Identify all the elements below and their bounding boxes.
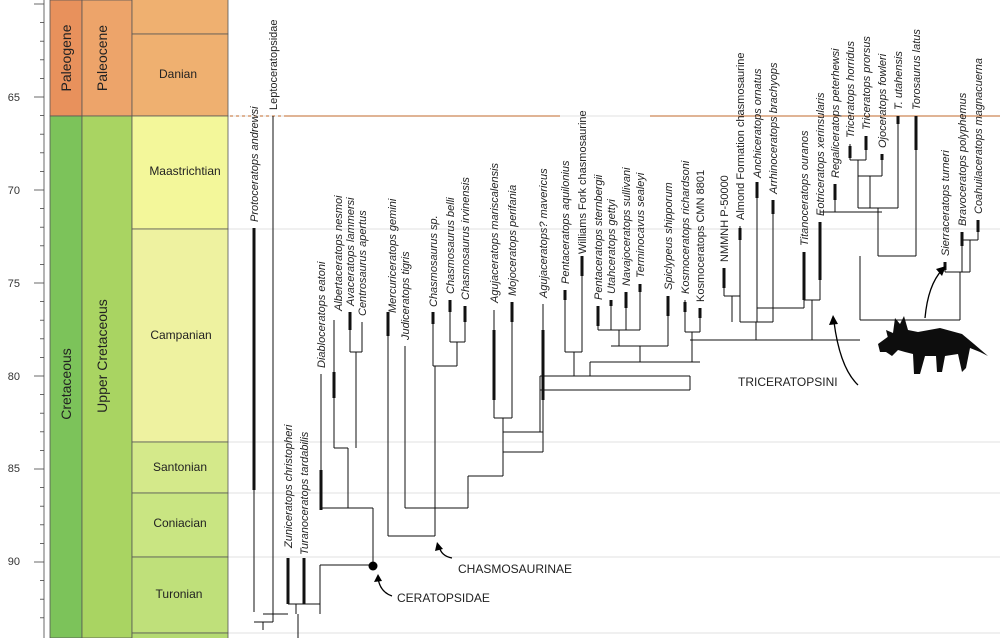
stage-santonian-band	[131, 441, 229, 494]
taxon-label: Pentaceratops sternbergii	[593, 174, 605, 300]
stage-label-danian: Danian	[159, 67, 197, 81]
ceratopsidae-arrow-head	[374, 574, 382, 582]
stage-label-santonian: Santonian	[153, 460, 207, 474]
period-paleogene-band	[49, 0, 83, 117]
age-tick-label: 90	[8, 556, 20, 568]
stage-danian-band	[131, 33, 229, 117]
taxon-label: Chasmosaurus sp.	[428, 215, 440, 307]
age-tick-label: 75	[8, 278, 20, 290]
stage-label-campanian: Campanian	[150, 328, 211, 342]
epoch-paleocene-band	[81, 0, 133, 117]
taxon-label: Coahuilaceratops magnacuerna	[973, 58, 985, 214]
age-tick-label: 65	[8, 92, 20, 104]
triceratopsini-arrow-head	[829, 315, 838, 325]
stage-maastrichtian-band	[131, 115, 229, 230]
clade-label-ceratopsidae: CERATOPSIDAE	[397, 591, 490, 605]
taxon-label: Chasmosaurus belli	[445, 197, 457, 294]
taxon-label: Triceratops prorsus	[861, 36, 873, 130]
taxon-label: Eotriceratops xerinsularis	[815, 92, 827, 216]
taxon-label: Almond Formation chasmosaurine	[735, 52, 747, 220]
triceratopsini-arrow	[833, 321, 859, 386]
taxon-label: Mojoceratops perifania	[507, 185, 519, 296]
phylogenetic-tree	[252, 116, 980, 638]
age-tick-label: 85	[8, 463, 20, 475]
taxon-labels: Protoceratops andrewsi LeptoceratopsidaeZ…	[249, 19, 985, 555]
stage-label-coniacian: Coniacian	[153, 516, 206, 530]
taxon-label: Albertaceratops nesmoi	[333, 195, 345, 312]
taxon-label: Pentaceratops aquilonius	[560, 160, 572, 284]
geologic-timescale: Paleogene Cretaceous Paleocene Upper Cre…	[8, 0, 229, 640]
stage-cenomanian-band	[131, 632, 229, 640]
taxon-label: Ojoceratops fowleri	[877, 53, 889, 148]
stage-coniacian-band	[131, 492, 229, 558]
stage-label-maastrichtian: Maastrichtian	[149, 164, 220, 178]
period-label-cretaceous: Cretaceous	[58, 348, 74, 420]
taxon-label: Triceratops horridus	[845, 41, 857, 138]
epoch-label-upper-cretaceous: Upper Cretaceous	[94, 299, 110, 413]
taxon-label: Regaliceratops peterhewsi	[830, 48, 842, 178]
age-tick-label: 70	[8, 185, 20, 197]
stage-turonian-band	[131, 556, 229, 634]
taxon-label: Chasmosaurus irvinensis	[460, 177, 472, 300]
taxon-label: Williams Fork chasmosaurine	[577, 110, 589, 254]
epoch-label-paleocene: Paleocene	[94, 25, 110, 91]
sierraceratops-arrow	[924, 269, 943, 319]
taxon-label: Titanoceratops ouranos	[799, 130, 811, 246]
taxon-label: Avaceratops lammersi	[345, 197, 357, 307]
taxon-label: Turanoceratops tardabilis	[299, 431, 311, 555]
stage-boundary-lines	[228, 115, 1000, 634]
taxon-label: Torosaurus latus	[911, 29, 923, 110]
age-axis-minor-ticks	[34, 3, 44, 619]
taxon-label: Arrhinoceratops brachyops	[768, 62, 780, 195]
taxon-label: Anchiceratops ornatus	[752, 68, 764, 179]
taxon-label: Utahceratops gettyi	[606, 199, 618, 294]
taxon-label: Protoceratops andrewsi	[249, 106, 261, 222]
stage-label-turonian: Turonian	[156, 587, 203, 601]
taxon-label: Diabloceratops eatoni	[316, 261, 328, 368]
chasmosaurine-silhouette-icon	[878, 316, 988, 374]
taxon-label: Spiclypeus shipporum	[663, 182, 675, 290]
stage-danian-band	[131, 0, 229, 35]
clade-label-triceratopsini: TRICERATOPSINI	[738, 375, 838, 389]
taxon-label: Zuniceratops christopheri	[283, 424, 295, 549]
taxon-label: Sierraceratops turneri	[940, 150, 952, 256]
age-tick-label: 80	[8, 371, 20, 383]
taxon-label: Agujaceratops? mavericus	[538, 168, 550, 299]
clade-label-chasmosaurinae: CHASMOSAURINAE	[458, 562, 572, 576]
taxon-label: Agujaceratops mariscalensis	[489, 162, 501, 304]
taxon-label: NMMNH P-50000	[719, 175, 731, 262]
chasmosaurinae-arrow-head	[435, 542, 443, 551]
taxon-label: Kosmoceratops richardsoni	[680, 160, 692, 294]
stage-campanian-band	[131, 228, 229, 443]
taxon-label: T. utahensis	[893, 51, 905, 110]
taxon-label: Kosmoceratops CMN 8801	[695, 170, 707, 302]
ceratopsidae-node-marker	[368, 561, 378, 571]
taxon-label: Centrosaurus apertus	[357, 210, 369, 316]
taxon-label: Judiceratops tigris	[400, 251, 412, 341]
taxon-label: Leptoceratopsidae	[268, 19, 280, 110]
taxon-label: Mercuriceratops gemini	[387, 198, 399, 313]
taxon-label: Navajoceratops sullivani	[621, 167, 633, 286]
taxon-label: Bravoceratops polyphemus	[957, 92, 969, 226]
taxon-label: Terminocavus sealeyi	[635, 172, 647, 278]
sierraceratops-arrow-head	[936, 266, 946, 276]
period-label-paleogene: Paleogene	[58, 24, 74, 91]
